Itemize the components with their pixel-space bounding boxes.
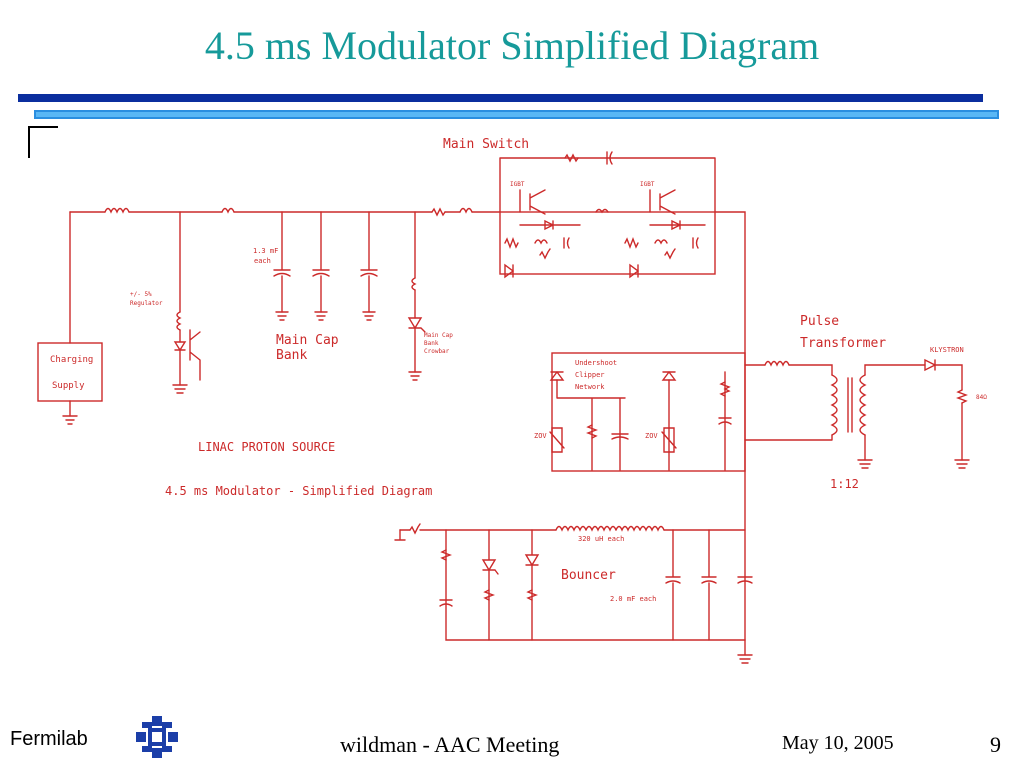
title-underline-light-inner: [36, 112, 997, 117]
crowbar-label-3: Crowbar: [424, 348, 450, 355]
regulator-label-2: Regulator: [130, 300, 163, 307]
klystron-label: KLYSTRON: [930, 346, 964, 354]
main-switch-label: Main Switch: [443, 137, 529, 152]
undershoot-label-2: Clipper: [575, 371, 605, 379]
footer-date: May 10, 2005: [782, 732, 894, 754]
footer-org: Fermilab: [10, 728, 88, 750]
cap-value-label: 1.3 mF: [253, 247, 278, 255]
page-number: 9: [990, 732, 1001, 757]
charging-supply-label-1: Charging: [50, 355, 93, 365]
undershoot-label-3: Network: [575, 383, 605, 391]
main-cap-label-1: Main Cap: [276, 333, 339, 348]
igbt-right-label: IGBT: [640, 181, 655, 188]
inductor-value-label: 320 uH each: [578, 535, 624, 543]
zov-left-label: ZOV: [534, 432, 547, 440]
charging-supply-label-2: Supply: [52, 381, 85, 391]
slide-title: 4.5 ms Modulator Simplified Diagram: [204, 23, 820, 68]
crowbar-label-2: Bank: [424, 340, 439, 347]
circuit-diagram: Main Switch IGBT IGBT 1.3 mF each +/- 5%…: [37, 137, 987, 664]
main-cap-label-2: Bank: [276, 348, 307, 363]
load-label: 84Ω: [976, 394, 987, 401]
linac-label: LINAC PROTON SOURCE: [198, 440, 335, 454]
corner-mark: [28, 126, 58, 158]
regulator-label-1: +/- 5%: [130, 291, 152, 298]
pulse-transformer-label-1: Pulse: [800, 314, 839, 329]
bouncer-cap-label: 2.0 mF each: [610, 595, 656, 603]
cap-each-label: each: [254, 257, 271, 265]
undershoot-label-1: Undershoot: [575, 359, 617, 367]
zov-right-label: ZOV: [645, 432, 658, 440]
fermilab-logo-icon: [136, 716, 178, 758]
footer-presenter: wildman - AAC Meeting: [340, 732, 560, 757]
modulator-label: 4.5 ms Modulator - Simplified Diagram: [165, 484, 432, 498]
turns-ratio-label: 1:12: [830, 477, 859, 491]
title-underline-dark: [18, 94, 983, 102]
crowbar-label-1: Main Cap: [424, 332, 453, 339]
igbt-left-label: IGBT: [510, 181, 525, 188]
pulse-transformer-label-2: Transformer: [800, 336, 886, 351]
bouncer-label: Bouncer: [561, 568, 616, 583]
